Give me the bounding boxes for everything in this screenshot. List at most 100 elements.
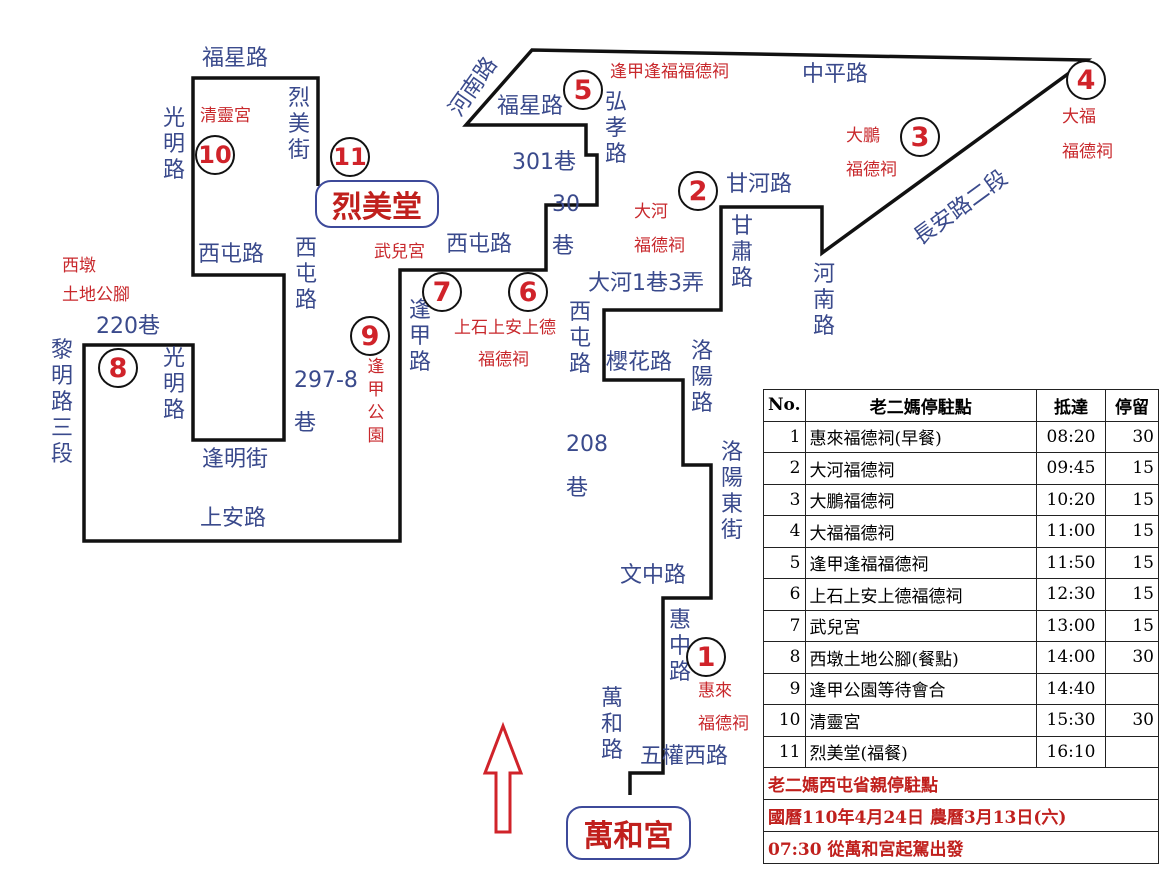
direction-arrow	[482, 721, 524, 834]
stop-marker-2: 2	[678, 171, 718, 211]
road-lane-30-b: 巷	[552, 234, 575, 259]
road-xitun-mid: 西屯路	[446, 232, 513, 257]
schedule-cell-stay: 30	[1105, 704, 1159, 737]
footer-departure: 07:30 從萬和宮起駕出發	[763, 831, 1159, 864]
schedule-cell-stop: 清靈宮	[804, 704, 1037, 737]
schedule-cell-stay: 15	[1105, 578, 1159, 611]
road-lane-220: 220巷	[96, 314, 160, 339]
schedule-cell-arrive: 11:50	[1036, 546, 1106, 579]
schedule-cell-no: 11	[763, 735, 806, 768]
road-xitun-297-b: 297-8	[294, 368, 358, 393]
schedule-cell-arrive: 16:10	[1036, 735, 1106, 768]
schedule-cell-stop: 武兒宮	[804, 609, 1037, 642]
schedule-footer-row: 07:30 從萬和宮起駕出發	[763, 831, 1159, 864]
place-qingling: 清靈宮	[200, 106, 251, 126]
schedule-cell-arrive: 08:20	[1036, 420, 1106, 453]
schedule-cell-arrive: 09:45	[1036, 452, 1106, 485]
road-xitun-208-a: 西屯路	[568, 300, 591, 377]
place-shangshi-2: 福德祠	[478, 350, 529, 370]
stop-marker-11: 11	[330, 137, 370, 177]
road-zhongping: 中平路	[802, 62, 869, 87]
schedule-cell-stay: 30	[1105, 420, 1159, 453]
schedule-cell-stop: 西墩土地公腳(餐點)	[804, 641, 1037, 674]
schedule-cell-stop: 大河福德祠	[804, 452, 1037, 485]
stop-marker-10: 10	[195, 135, 235, 175]
schedule-cell-arrive: 14:40	[1036, 672, 1106, 705]
schedule-cell-arrive: 14:00	[1036, 641, 1106, 674]
schedule-cell-no: 2	[763, 452, 806, 485]
schedule-cell-no: 8	[763, 641, 806, 674]
schedule-cell-stay: 15	[1105, 546, 1159, 579]
stop-marker-8: 8	[98, 348, 138, 388]
road-hongxiao: 弘孝路	[604, 90, 627, 167]
road-liemei-street: 烈美街	[287, 86, 310, 163]
schedule-cell-arrive: 15:30	[1036, 704, 1106, 737]
road-luoyang: 洛陽路	[690, 339, 713, 416]
road-luoyang-east: 洛陽東街	[720, 440, 743, 543]
road-guangming-low: 光明路	[162, 346, 185, 423]
road-wuquan-west: 五權西路	[640, 744, 729, 769]
road-fengming: 逢明街	[202, 447, 269, 472]
schedule-cell-no: 6	[763, 578, 806, 611]
schedule-cell-no: 1	[763, 420, 806, 453]
schedule-footer-row: 國曆110年4月24日 農曆3月13日(六)	[763, 799, 1159, 832]
place-fengjia-park: 逢甲公園	[367, 357, 385, 446]
header-stay: 停留	[1105, 389, 1159, 422]
schedule-cell-no: 9	[763, 672, 806, 705]
place-fengjia-fengfu: 逢甲逢福福德祠	[610, 62, 729, 82]
landmark-wanhe-temple: 萬和宮	[566, 806, 691, 860]
road-liming: 黎明路三段	[50, 338, 73, 467]
road-wenzhong: 文中路	[620, 563, 687, 588]
route-main	[82, 48, 1093, 795]
place-huilai-2: 福德祠	[698, 714, 749, 734]
place-xidun: 西墩土地公腳	[62, 256, 130, 305]
schedule-cell-stop: 逢甲逢福福德祠	[804, 546, 1037, 579]
road-lane-30-a: 30	[552, 192, 580, 217]
road-xitun-left: 西屯路	[198, 242, 265, 267]
road-lane-301: 301巷	[512, 150, 576, 175]
schedule-header-row: No. 老二媽停駐點 抵達 停留	[763, 389, 1159, 422]
schedule-cell-stay	[1105, 735, 1159, 768]
stop-marker-9: 9	[350, 316, 390, 356]
road-yinghua: 櫻花路	[606, 350, 673, 375]
road-huizhong: 惠中路	[668, 608, 691, 685]
road-xitun-297-a: 西屯路	[294, 236, 317, 313]
schedule-cell-no: 7	[763, 609, 806, 642]
road-ganhe: 甘河路	[726, 172, 793, 197]
schedule-cell-stay	[1105, 672, 1159, 705]
road-xitun-208-b: 208	[566, 432, 608, 457]
schedule-cell-stay: 30	[1105, 641, 1159, 674]
schedule-cell-no: 4	[763, 515, 806, 548]
stop-marker-4: 4	[1066, 60, 1106, 100]
place-dapeng-2: 福德祠	[846, 160, 897, 180]
header-stop: 老二媽停駐點	[804, 389, 1037, 422]
schedule-cell-stay: 15	[1105, 515, 1159, 548]
schedule-cell-stop: 上石上安上德福德祠	[804, 578, 1037, 611]
road-guangming-top: 光明路	[162, 106, 185, 183]
stop-marker-5: 5	[563, 70, 603, 110]
place-dahe: 大河	[634, 202, 668, 222]
schedule-cell-arrive: 10:20	[1036, 483, 1106, 516]
schedule-cell-stay: 15	[1105, 483, 1159, 516]
place-dahe-2: 福德祠	[634, 236, 685, 256]
stop-marker-3: 3	[900, 117, 940, 157]
footer-title: 老二媽西屯省親停駐點	[763, 767, 1159, 800]
schedule-cell-no: 5	[763, 546, 806, 579]
stop-marker-6: 6	[508, 272, 548, 312]
place-dapeng: 大鵬	[846, 126, 880, 146]
schedule-cell-stay: 15	[1105, 452, 1159, 485]
place-wuer: 武兒宮	[374, 242, 425, 262]
road-henan-right: 河南路	[812, 262, 835, 339]
schedule-cell-stop: 大鵬福德祠	[804, 483, 1037, 516]
schedule-cell-stop: 烈美堂(福餐)	[804, 735, 1037, 768]
